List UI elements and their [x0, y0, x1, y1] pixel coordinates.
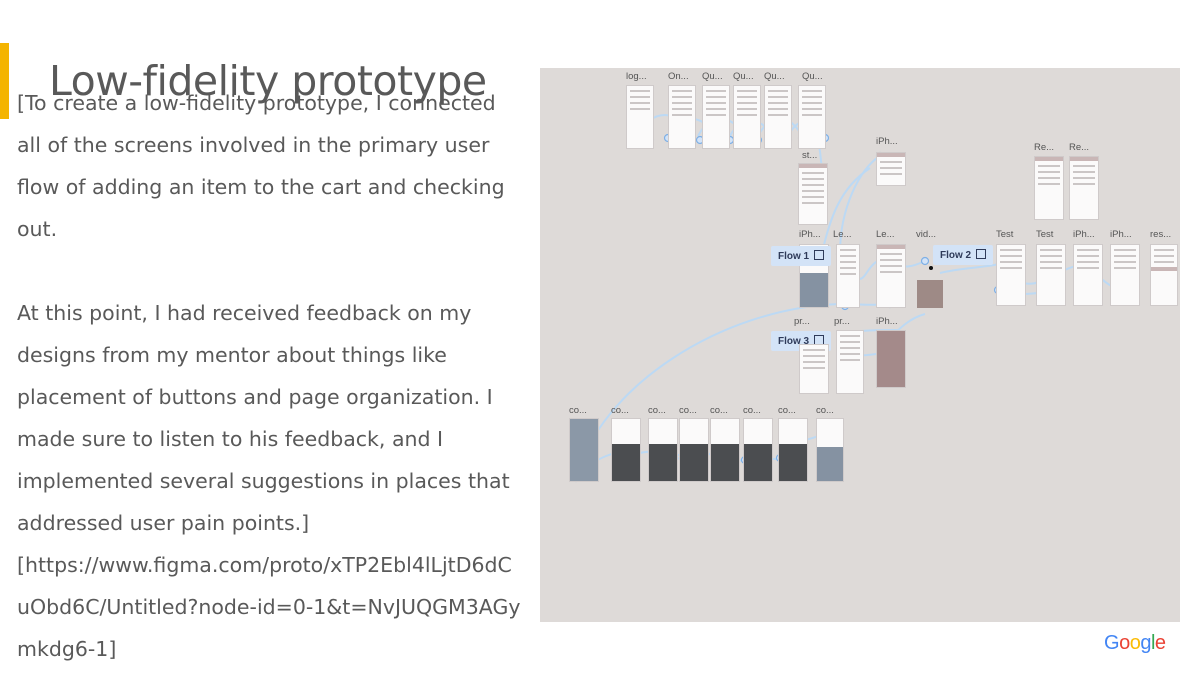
slide-body: [To create a low-fidelity prototype, I c… [17, 82, 539, 672]
accent-bar [0, 43, 9, 119]
frame-label-product-2: pr... [834, 316, 850, 327]
flow-2-label: Flow 2 [940, 250, 972, 261]
body-line: all of the screens involved in the prima… [17, 133, 490, 157]
frame-label-iphone-top: iPh... [876, 136, 898, 147]
frame-label-cart-5: co... [710, 405, 728, 416]
frame-label-iphone-r1: iPh... [1073, 229, 1095, 240]
frame-label-cart-6: co... [743, 405, 761, 416]
frame-review-2[interactable] [1069, 156, 1099, 220]
frame-results[interactable] [1150, 244, 1178, 306]
frame-quiz-3[interactable] [764, 85, 792, 149]
frame-cart-5[interactable] [710, 418, 740, 482]
frame-product-1[interactable] [799, 344, 829, 394]
frame-iphone-top[interactable] [876, 152, 906, 186]
frame-label-cart-7: co... [778, 405, 796, 416]
frame-iphone-low[interactable] [876, 330, 906, 388]
body-line: At this point, I had received feedback o… [17, 301, 472, 325]
frame-label-cart-1: co... [569, 405, 587, 416]
frame-label-review-2: Re... [1069, 142, 1090, 153]
frame-onboarding[interactable] [668, 85, 696, 149]
frame-cart-3[interactable] [648, 418, 678, 482]
video-play-dot [929, 266, 933, 270]
flow-1-label: Flow 1 [778, 251, 810, 262]
frame-label-results: res... [1150, 229, 1172, 240]
body-line: out. [17, 217, 58, 241]
frame-cart-6[interactable] [743, 418, 773, 482]
body-line: designs from my mentor about things like [17, 343, 447, 367]
frame-label-quiz-3: Qu... [764, 71, 785, 82]
frame-label-quiz-2: Qu... [733, 71, 754, 82]
body-line: [To create a low-fidelity prototype, I c… [17, 91, 496, 115]
frame-label-video: vid... [916, 229, 937, 240]
body-line: placement of buttons and page organizati… [17, 385, 493, 409]
frame-label-cart-8: co... [816, 405, 834, 416]
flow-3-label: Flow 3 [778, 336, 810, 347]
body-line-blank [17, 250, 539, 292]
body-line-link: uObd6C/Untitled?node-id=0-1&t=NvJUQGM3AG… [17, 595, 521, 619]
frame-learn-2[interactable] [876, 244, 906, 308]
frame-label-log: log... [626, 71, 647, 82]
frame-label-review-1: Re... [1034, 142, 1055, 153]
google-logo: Google [1104, 632, 1166, 654]
frame-test-2[interactable] [1036, 244, 1066, 306]
body-line: made sure to listen to his feedback, and… [17, 427, 444, 451]
frame-learn-1[interactable] [836, 244, 860, 308]
play-flow-icon [814, 250, 825, 260]
frame-quiz-2[interactable] [733, 85, 761, 149]
body-line-link: mkdg6-1] [17, 637, 117, 661]
frame-label-onboarding: On... [668, 71, 689, 82]
frame-label-iphone-r2: iPh... [1110, 229, 1132, 240]
frame-cart-1[interactable] [569, 418, 599, 482]
frame-label-cart-2: co... [611, 405, 629, 416]
frame-label-quiz-1: Qu... [702, 71, 723, 82]
frame-label-iphone-low: iPh... [876, 316, 898, 327]
frame-label-quiz-4: Qu... [802, 71, 823, 82]
frame-quiz-1[interactable] [702, 85, 730, 149]
play-flow-icon [976, 249, 987, 259]
frame-product-2[interactable] [836, 330, 864, 394]
flow-2-badge[interactable]: Flow 2 [933, 245, 994, 265]
frame-cart-4[interactable] [679, 418, 709, 482]
body-line: flow of adding an item to the cart and c… [17, 175, 505, 199]
body-line: addressed user pain points.] [17, 511, 310, 535]
frame-label-test-1: Test [996, 229, 1014, 240]
flow-1-badge[interactable]: Flow 1 [771, 246, 832, 266]
frame-label-learn-1: Le... [833, 229, 852, 240]
frame-label-product-1: pr... [794, 316, 810, 327]
frame-label-test-2: Test [1036, 229, 1054, 240]
frame-label-cart-3: co... [648, 405, 666, 416]
frame-cart-2[interactable] [611, 418, 641, 482]
frame-label-start: st... [802, 150, 818, 161]
frame-cart-8[interactable] [816, 418, 844, 482]
body-line-link: [https://www.figma.com/proto/xTP2Ebl4lLj… [17, 553, 512, 577]
frame-quiz-4[interactable] [798, 85, 826, 149]
frame-start[interactable] [798, 163, 828, 225]
frame-label-learn-2: Le... [876, 229, 895, 240]
frame-video-thumbnail[interactable] [917, 280, 943, 308]
frame-iphone-mid[interactable] [799, 244, 829, 308]
frame-iphone-r2[interactable] [1110, 244, 1140, 306]
frame-cart-7[interactable] [778, 418, 808, 482]
frame-test-1[interactable] [996, 244, 1026, 306]
slide-title: Low-fidelity prototype [49, 57, 487, 106]
figma-prototype-screenshot: log... On... Qu... Qu... Qu... Qu... st.… [540, 68, 1180, 622]
frame-iphone-r1[interactable] [1073, 244, 1103, 306]
body-line: implemented several suggestions in place… [17, 469, 510, 493]
frame-review-1[interactable] [1034, 156, 1064, 220]
frame-label-cart-4: co... [679, 405, 697, 416]
frame-label-iphone-mid: iPh... [799, 229, 821, 240]
frame-login[interactable] [626, 85, 654, 149]
